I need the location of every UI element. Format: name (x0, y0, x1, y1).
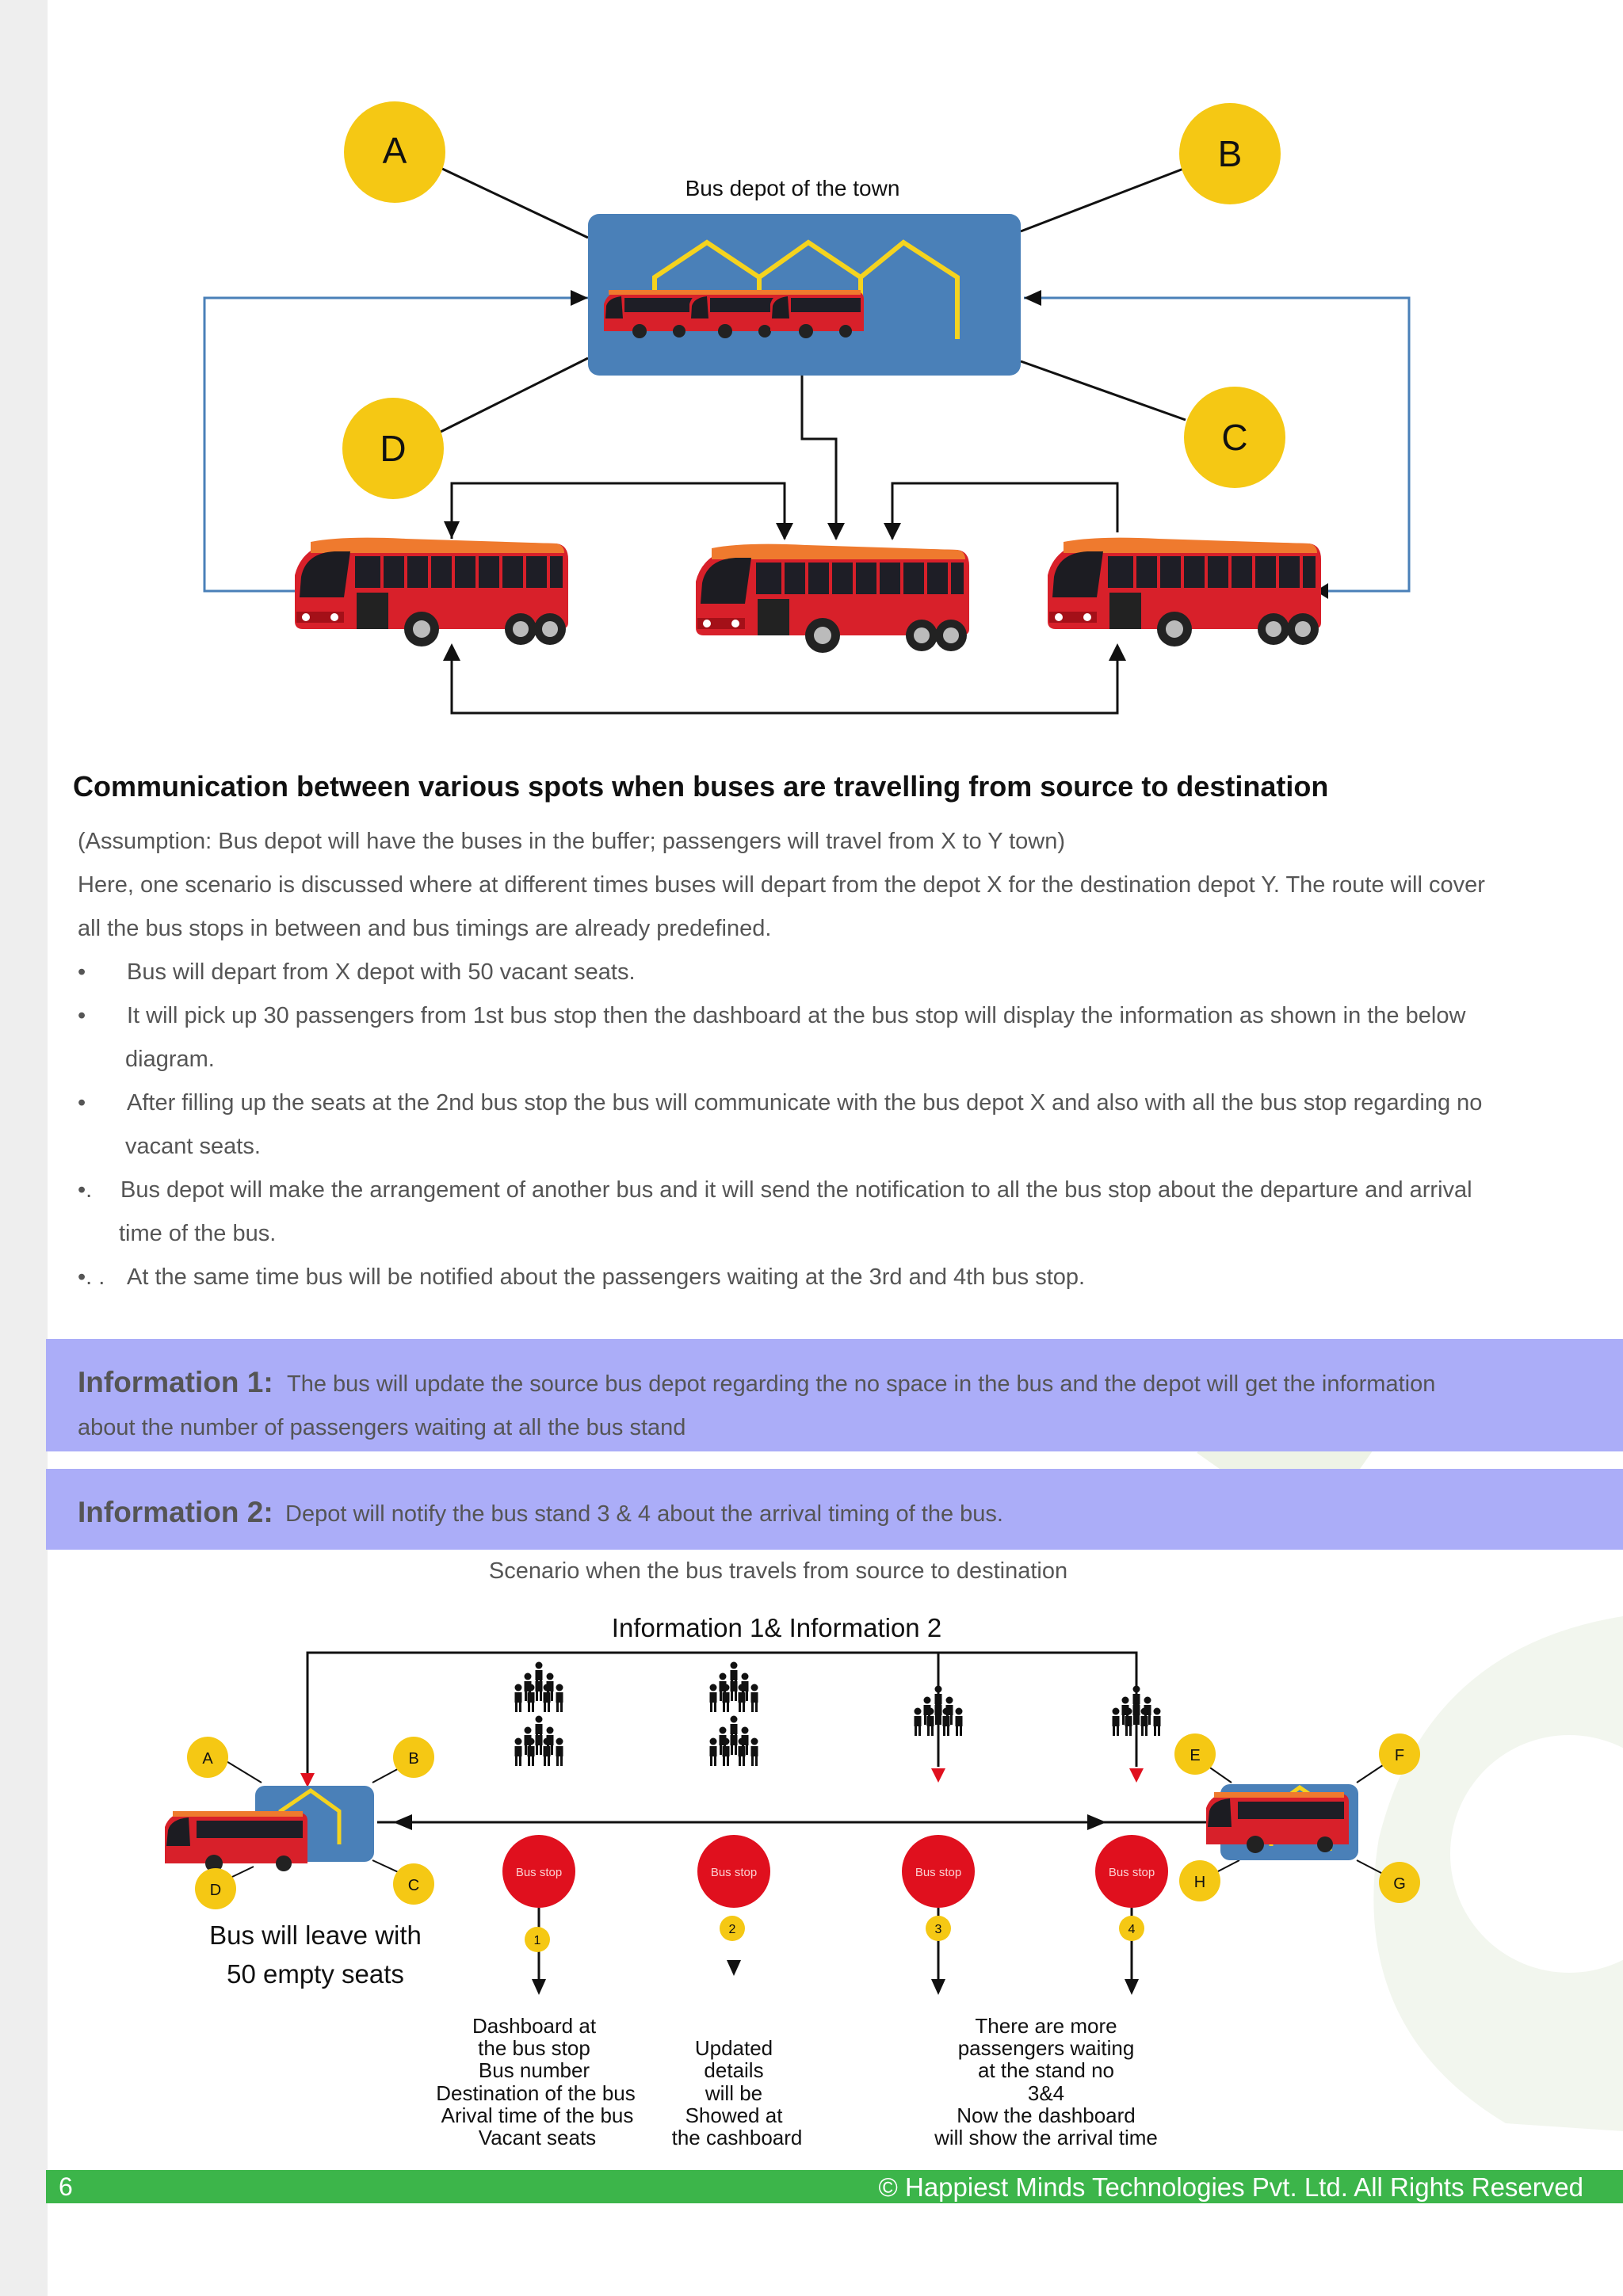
note-2-line: Updated (695, 2036, 773, 2060)
info-1-text-continuation: about the number of passengers waiting a… (78, 1415, 686, 1440)
note-1-line: Destination of the bus (436, 2081, 636, 2105)
bullet-marker: • (78, 959, 86, 985)
bus-middle (694, 542, 971, 654)
left-loop-line (203, 296, 588, 593)
page-left-strip (0, 0, 48, 2296)
note-3-line: Now the dashboard (957, 2103, 1135, 2127)
bullet-marker: •. (78, 1177, 93, 1203)
bullet-marker: • (78, 1090, 86, 1116)
note-1-line: the bus stop (478, 2036, 590, 2060)
info-2-text: Depot will notify the bus stand 3 & 4 ab… (285, 1501, 1003, 1527)
info-2-label: Information 2: (78, 1496, 273, 1528)
right-spot-f: F (1395, 1747, 1404, 1764)
right-loop-line (1024, 296, 1411, 593)
scenario-diagram: Scenario when the bus travels from sourc… (165, 1558, 1420, 2149)
bus-stop-2-number: 2 (729, 1923, 736, 1936)
note-2-line: the cashboard (672, 2126, 803, 2149)
leave-text-line-1: Bus will leave with (209, 1920, 422, 1950)
bullet-2-text: It will pick up 30 passengers from 1st b… (127, 1003, 1466, 1028)
note-2-line: Showed at (685, 2103, 784, 2127)
note-3-line: passengers waiting (958, 2036, 1135, 2060)
bullet-4-continuation: time of the bus. (119, 1221, 277, 1246)
bullet-marker: • (78, 1003, 86, 1028)
intro-line-1: Here, one scenario is discussed where at… (78, 872, 1485, 898)
info-1-label: Information 1: (78, 1366, 273, 1398)
info-1-band: Information 1: The bus will update the s… (46, 1339, 1623, 1451)
page-footer: 6 © Happiest Minds Technologies Pvt. Ltd… (46, 2170, 1623, 2203)
bus-stop-1: Bus stop 1 (502, 1835, 575, 1995)
note-1-line: Arival time of the bus (441, 2103, 634, 2127)
right-spot-g: G (1393, 1875, 1406, 1893)
note-stop-1: Dashboard at the bus stop Bus number Des… (436, 2014, 636, 2149)
spot-a-circle (344, 101, 445, 203)
page-number: 6 (59, 2172, 73, 2201)
bus-stop-4: Bus stop 4 (1095, 1835, 1168, 1995)
bus-stop-3: Bus stop 3 (902, 1835, 975, 1995)
info-2-band: Information 2: Depot will notify the bus… (46, 1469, 1623, 1550)
bus-right (1046, 536, 1323, 648)
spot-b-label: B (1218, 133, 1243, 174)
note-2-line: details (704, 2058, 763, 2082)
info-1-text: The bus will update the source bus depot… (287, 1371, 1436, 1397)
scenario-caption: Scenario when the bus travels from sourc… (489, 1558, 1067, 1584)
spot-c-circle (1184, 387, 1285, 488)
bullet-5-text: At the same time bus will be notified ab… (127, 1264, 1086, 1290)
bus-stop-1-number: 1 (534, 1934, 541, 1947)
assumption-text: (Assumption: Bus depot will have the bus… (78, 829, 1066, 854)
spot-d-label: D (380, 428, 406, 469)
spot-a-label: A (383, 130, 407, 171)
right-spot-e: E (1190, 1747, 1200, 1764)
note-stop-2: Updated details will be Showed at the ca… (672, 2036, 803, 2149)
copyright-text: © Happiest Minds Technologies Pvt. Ltd. … (878, 2172, 1584, 2202)
depot-network-diagram: A B C D Bus depot of the town (203, 101, 1411, 715)
bullet-marker: •. . (78, 1264, 105, 1290)
note-3-line: at the stand no (978, 2058, 1114, 2082)
spot-b-circle (1179, 103, 1281, 204)
left-spot-d: D (210, 1882, 221, 1899)
leave-text-line-2: 50 empty seats (227, 1959, 404, 1989)
bus-stop-1-label: Bus stop (516, 1866, 562, 1879)
note-2-line: will be (705, 2081, 762, 2105)
section-heading: Communication between various spots when… (73, 770, 1329, 803)
bullet-1-text: Bus will depart from X depot with 50 vac… (127, 959, 636, 985)
bus-stop-3-number: 3 (935, 1923, 942, 1936)
spot-d-circle (342, 398, 444, 499)
bus-left (293, 536, 570, 648)
bus-stop-4-number: 4 (1128, 1923, 1136, 1936)
left-spot-c: C (408, 1877, 419, 1894)
bullet-2-continuation: diagram. (125, 1047, 215, 1072)
note-3-line: 3&4 (1028, 2081, 1064, 2105)
note-stops-3-4: There are more passengers waiting at the… (934, 2014, 1158, 2149)
left-spot-a: A (202, 1750, 213, 1768)
source-bus (165, 1811, 307, 1872)
note-3-line: There are more (975, 2014, 1117, 2038)
bullet-3-continuation: vacant seats. (125, 1134, 261, 1159)
note-3-line: will show the arrival time (934, 2126, 1158, 2149)
bullet-3-text: After filling up the seats at the 2nd bu… (127, 1090, 1483, 1116)
info-1-2-label: Information 1& Information 2 (612, 1613, 941, 1642)
right-spot-h: H (1194, 1874, 1205, 1891)
left-spot-b: B (408, 1750, 418, 1768)
bus-stop-4-label: Bus stop (1109, 1866, 1155, 1879)
note-1-line: Dashboard at (472, 2014, 597, 2038)
intro-line-2: all the bus stops in between and bus tim… (78, 916, 772, 941)
bullet-4-text: Bus depot will make the arrangement of a… (120, 1177, 1472, 1203)
depot-label: Bus depot of the town (685, 176, 900, 200)
bus-stop-2: Bus stop 2 (697, 1835, 770, 1976)
spot-c-label: C (1221, 417, 1247, 458)
bus-stop-3-label: Bus stop (915, 1866, 961, 1879)
note-1-line: Bus number (479, 2058, 590, 2082)
note-1-line: Vacant seats (479, 2126, 596, 2149)
bus-stop-2-label: Bus stop (711, 1866, 757, 1879)
destination-bus (1206, 1792, 1349, 1853)
